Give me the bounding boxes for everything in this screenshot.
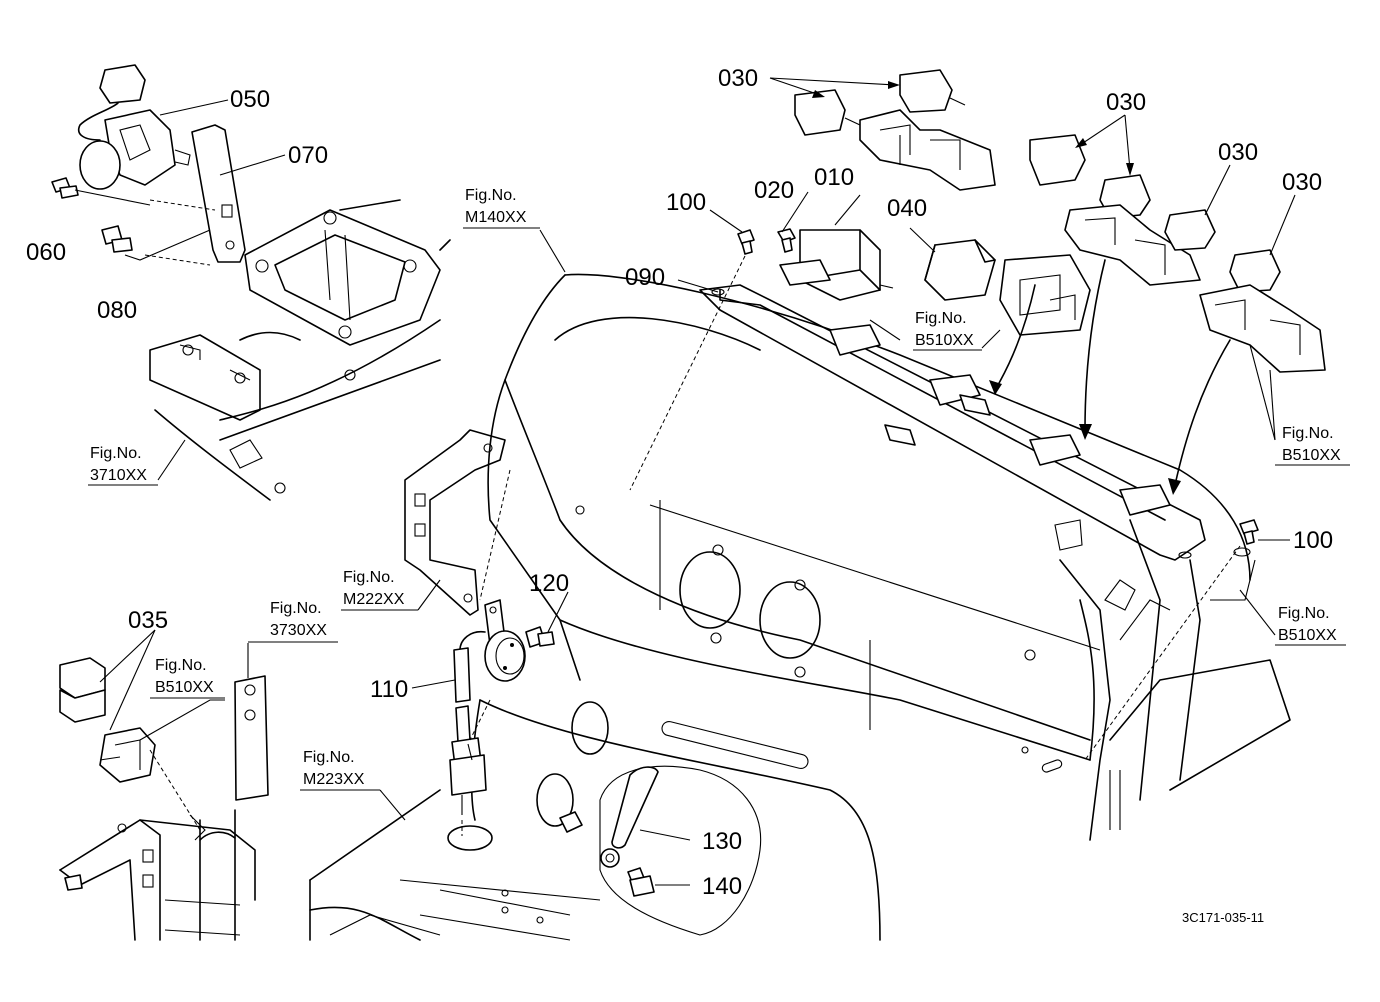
fig-number: B510XX (155, 679, 214, 696)
bracket-m222 (404, 429, 506, 616)
bolt-060 (51, 177, 79, 199)
relay-035 (59, 657, 156, 783)
bracket-070 (191, 124, 246, 263)
ground-lug (559, 811, 583, 833)
assembly-arrows (989, 259, 1231, 495)
part-number-060: 060 (26, 239, 66, 266)
part-number-130: 130 (702, 828, 742, 855)
fig-ref-m222: Fig.No. M222XX (341, 569, 418, 611)
relay-040 (924, 239, 1091, 336)
fig-label: Fig.No. (155, 657, 207, 674)
bolt-120 (525, 626, 555, 648)
screw-140 (627, 867, 655, 897)
bolt-100-right (1210, 519, 1259, 601)
part-number-010: 010 (814, 164, 854, 191)
part-number-030-a: 030 (718, 65, 758, 92)
fig-number: M140XX (465, 209, 527, 226)
sensor-050 (78, 64, 191, 190)
sensor-110 (449, 599, 526, 815)
part-number-070: 070 (288, 142, 328, 169)
fig-label: Fig.No. (90, 445, 142, 462)
callout-balloon (599, 765, 762, 936)
drawing-code: 3C171-035-11 (1182, 910, 1264, 925)
fig-label: Fig.No. (270, 600, 322, 617)
fig-ref-3730: Fig.No. 3730XX (248, 600, 338, 643)
part-number-035: 035 (128, 607, 168, 634)
fig-ref-b510-lower: Fig.No. B510XX (1275, 605, 1346, 646)
fig-label: Fig.No. (1282, 425, 1334, 442)
part-number-110: 110 (370, 676, 408, 703)
fig-ref-3710: Fig.No. 3710XX (88, 445, 158, 486)
relay-group-030-top (794, 69, 996, 191)
fig-label: Fig.No. (465, 187, 517, 204)
bolt-080 (101, 225, 133, 253)
leader-lines (74, 77, 1296, 886)
fig-label: Fig.No. (915, 310, 967, 327)
part-number-040: 040 (887, 195, 927, 222)
part-number-120: 120 (529, 570, 569, 597)
relay-bracket (699, 284, 1206, 561)
relay-010 (779, 229, 894, 301)
bolt-100-top (737, 229, 755, 255)
fig-number: B510XX (915, 332, 974, 349)
fig-ref-b510-top: Fig.No. B510XX (913, 310, 982, 351)
fig-number: M222XX (343, 591, 405, 608)
fig-number: B510XX (1282, 447, 1341, 464)
terminal-130 (600, 766, 659, 868)
part-number-140: 140 (702, 873, 742, 900)
part-number-030-d: 030 (1282, 169, 1322, 196)
part-number-080: 080 (97, 297, 137, 324)
fig-label: Fig.No. (303, 749, 355, 766)
pedal-bracket (59, 675, 269, 941)
transmission-cover (149, 199, 451, 501)
fig-number: 3730XX (270, 622, 327, 639)
fig-label: Fig.No. (1278, 605, 1330, 622)
part-number-030-b: 030 (1106, 89, 1146, 116)
part-number-100-right: 100 (1293, 527, 1333, 554)
relay-group-030-mid (1029, 134, 1326, 373)
fig-label: Fig.No. (343, 569, 395, 586)
fig-ref-m223: Fig.No. M223XX (300, 749, 380, 791)
part-number-100-top: 100 (666, 189, 706, 216)
part-number-020: 020 (754, 177, 794, 204)
fig-ref-b510-left: Fig.No. B510XX (150, 657, 225, 699)
fig-ref-b510-right: Fig.No. B510XX (1275, 425, 1350, 466)
part-number-030-c: 030 (1218, 139, 1258, 166)
part-number-050: 050 (230, 86, 270, 113)
fig-number: M223XX (303, 771, 365, 788)
dash-panel (309, 273, 1291, 941)
part-number-090: 090 (625, 264, 665, 291)
screw-020 (777, 228, 796, 253)
fig-number: B510XX (1278, 627, 1337, 644)
fig-number: 3710XX (90, 467, 147, 484)
fig-ref-m140: Fig.No. M140XX (463, 187, 540, 229)
